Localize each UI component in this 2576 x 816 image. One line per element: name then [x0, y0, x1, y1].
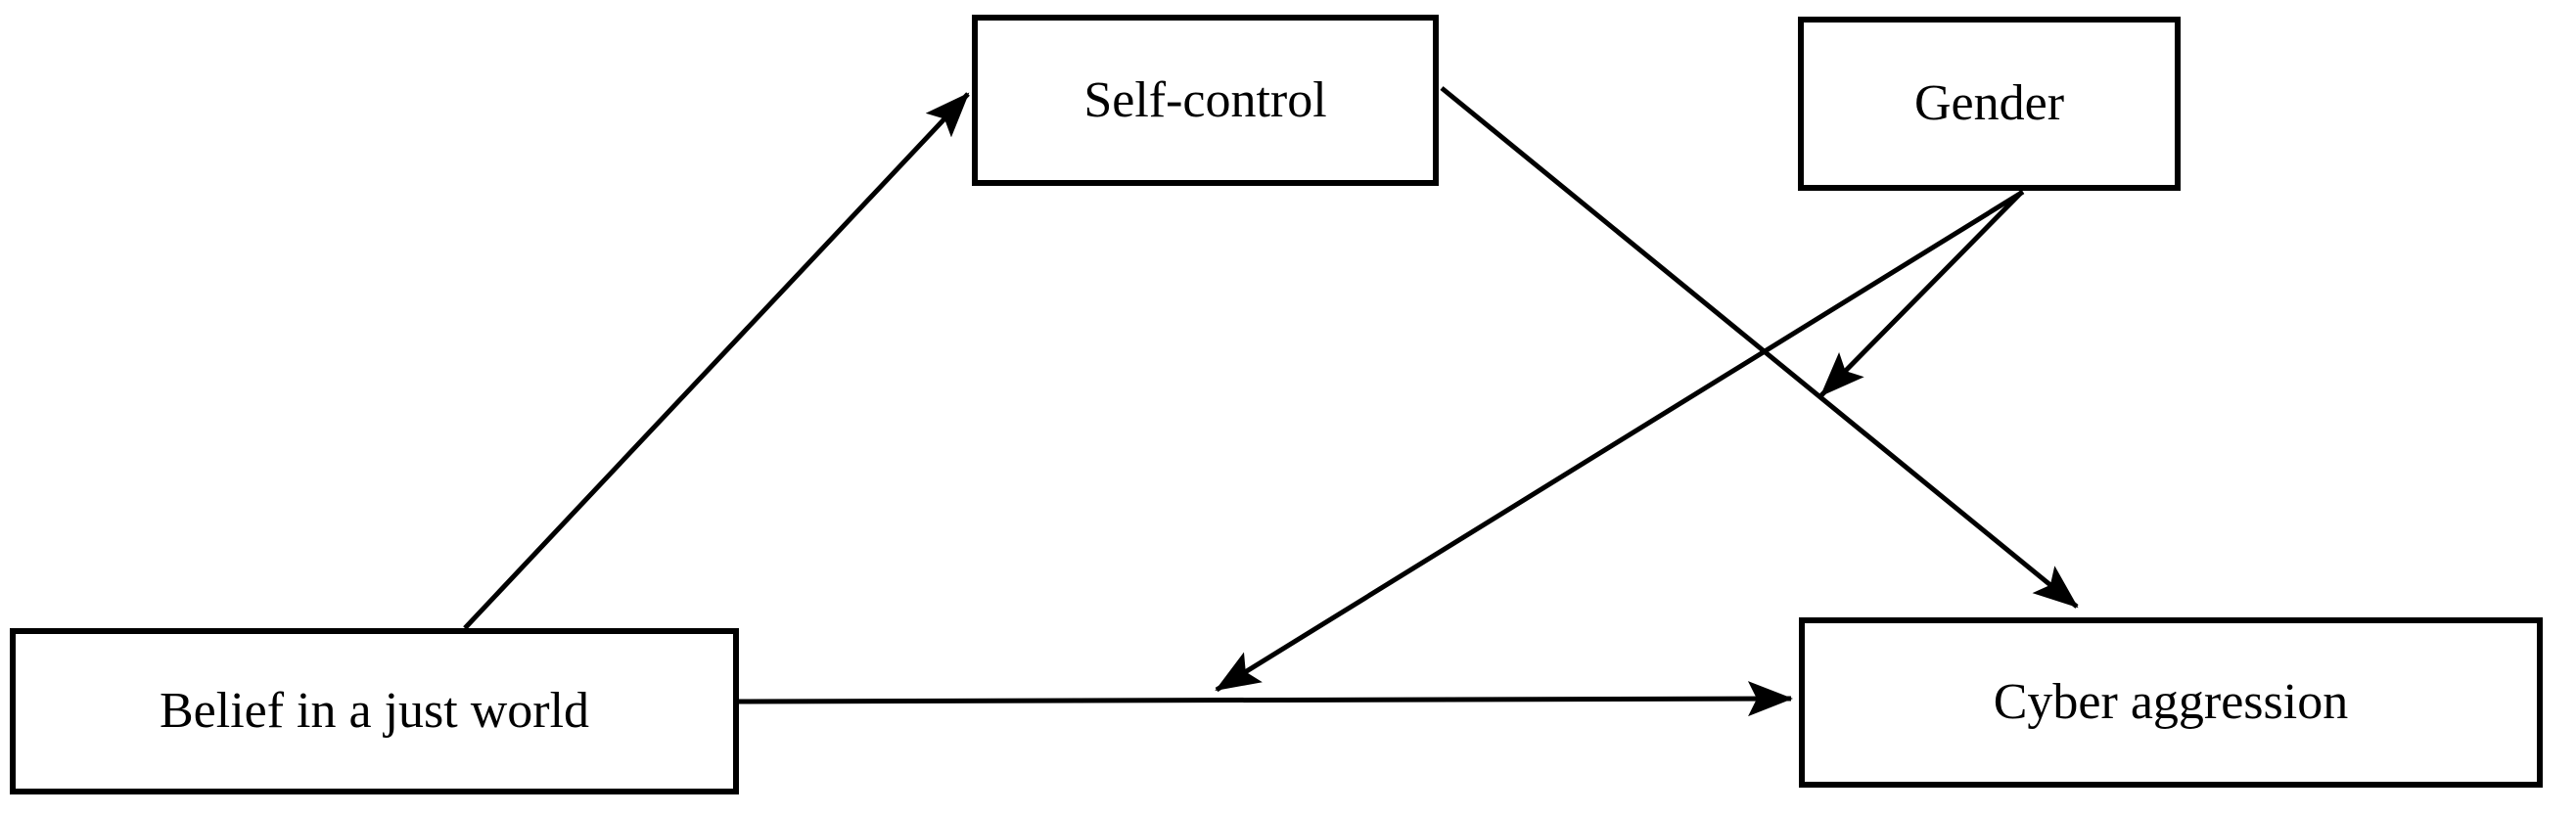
node-cyber-aggression: Cyber aggression	[1799, 617, 2543, 788]
arrow-self-control-to-cyber-aggression	[1440, 86, 2079, 609]
arrow-gender-to-belief-cyber-path	[1215, 189, 2025, 693]
node-belief-in-a-just-world: Belief in a just world	[10, 628, 739, 794]
node-cyber-aggression-label: Cyber aggression	[1993, 674, 2349, 730]
node-gender: Gender	[1798, 17, 2181, 191]
node-self-control: Self-control	[972, 15, 1439, 186]
arrow-belief-to-self-control	[463, 92, 970, 630]
node-gender-label: Gender	[1913, 75, 2065, 131]
node-self-control-label: Self-control	[1083, 71, 1327, 128]
arrow-belief-to-cyber-aggression	[738, 681, 1793, 717]
node-belief-label: Belief in a just world	[159, 683, 590, 739]
arrow-gender-to-selfcontrol-cyber-path	[1819, 190, 2024, 397]
